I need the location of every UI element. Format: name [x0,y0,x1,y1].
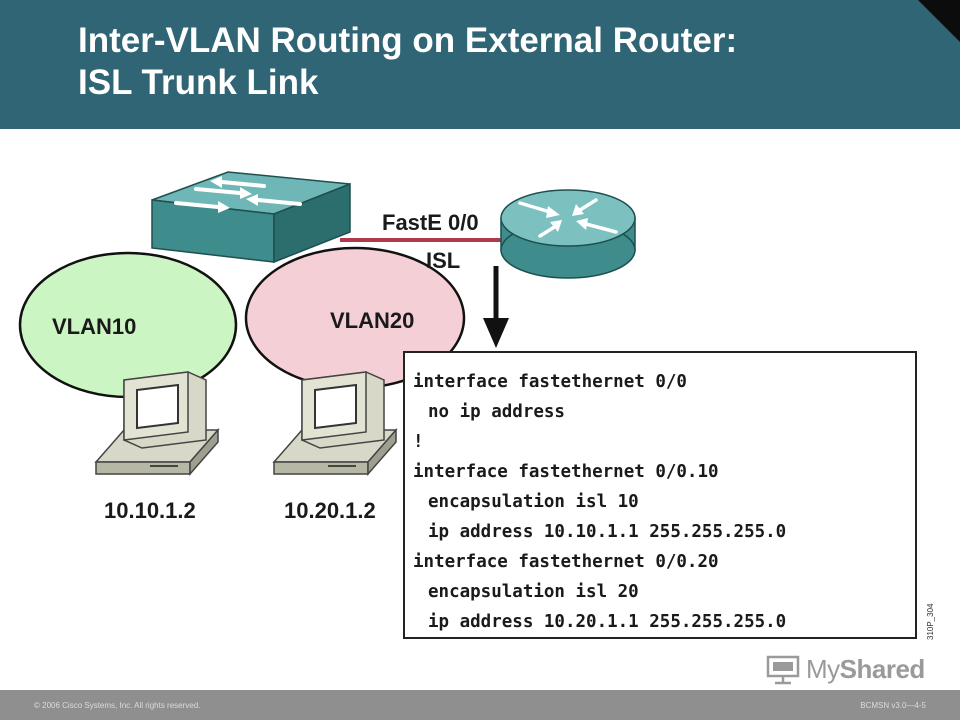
watermark-text: MyShared [806,654,925,685]
course-code: BCMSN v3.0—4-5 [860,701,926,710]
slide-id: 310P_304 [926,603,935,640]
config-line: interface fastethernet 0/0 [413,372,687,392]
router-icon [500,189,636,279]
port-label: FastE 0/0 [382,210,479,235]
vlan20-label: VLAN20 [330,308,414,333]
config-line: interface fastethernet 0/0.20 [413,552,719,572]
page-corner-fold [918,0,960,42]
slide-title: Inter-VLAN Routing on External Router: I… [78,20,737,104]
config-line: ! [413,432,424,452]
config-line: encapsulation isl 20 [428,582,639,602]
pc-icon-host1 [94,371,220,476]
isl-label: ISL [426,248,460,273]
footer-bar: © 2006 Cisco Systems, Inc. All rights re… [0,690,960,720]
pc-icon-host2 [272,371,398,476]
watermark-prefix: My [806,654,840,684]
switch-icon [151,171,351,264]
config-line: interface fastethernet 0/0.10 [413,462,719,482]
router-config-box: interface fastethernet 0/0 no ip address… [403,351,917,639]
config-line: no ip address [428,402,565,422]
down-arrow-icon [483,266,509,348]
config-line: encapsulation isl 10 [428,492,639,512]
watermark-suffix: Shared [839,654,926,684]
config-line: ip address 10.20.1.1 255.255.255.0 [428,612,787,632]
presentation-icon [766,655,800,684]
slide-title-line-2: ISL Trunk Link [78,63,319,102]
title-bar: Inter-VLAN Routing on External Router: I… [0,0,960,129]
slide-title-line-1: Inter-VLAN Routing on External Router: [78,21,738,60]
host2-ip-label: 10.20.1.2 [284,498,376,523]
copyright-text: © 2006 Cisco Systems, Inc. All rights re… [34,701,201,710]
host1-ip-label: 10.10.1.2 [104,498,196,523]
config-line: ip address 10.10.1.1 255.255.255.0 [428,522,787,542]
watermark-logo: MyShared [766,654,925,685]
vlan10-label: VLAN10 [52,314,136,339]
